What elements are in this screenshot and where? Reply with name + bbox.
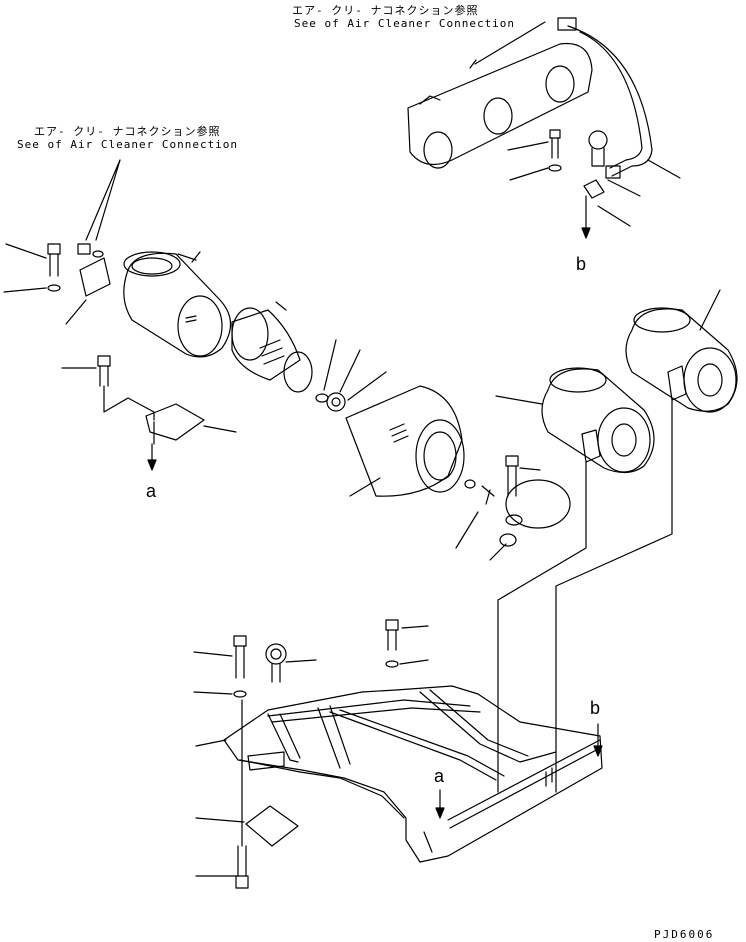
marker-a-left: a <box>146 481 157 501</box>
drawing-code: PJD6006 <box>654 928 715 941</box>
assembled-cleaners <box>496 290 737 792</box>
top-reference-note-jp: エア- クリ- ナコネクション参照 <box>292 4 479 17</box>
cover-plate-group <box>62 356 236 470</box>
air-cleaner-body-group <box>4 244 464 496</box>
note-pointer-1 <box>86 160 120 240</box>
clamp-group <box>456 456 570 560</box>
marker-a-bottom: a <box>434 766 445 786</box>
left-reference-note-en: See of Air Cleaner Connection <box>17 138 239 151</box>
air-cleaner-connection-assembly <box>408 18 680 238</box>
base-frame <box>194 620 602 888</box>
marker-b-top: b <box>576 254 587 274</box>
marker-b-bottom: b <box>590 698 601 718</box>
top-reference-note-en: See of Air Cleaner Connection <box>294 17 516 30</box>
note-pointer-2 <box>96 160 120 240</box>
left-reference-note-jp: エア- クリ- ナコネクション参照 <box>34 125 221 138</box>
